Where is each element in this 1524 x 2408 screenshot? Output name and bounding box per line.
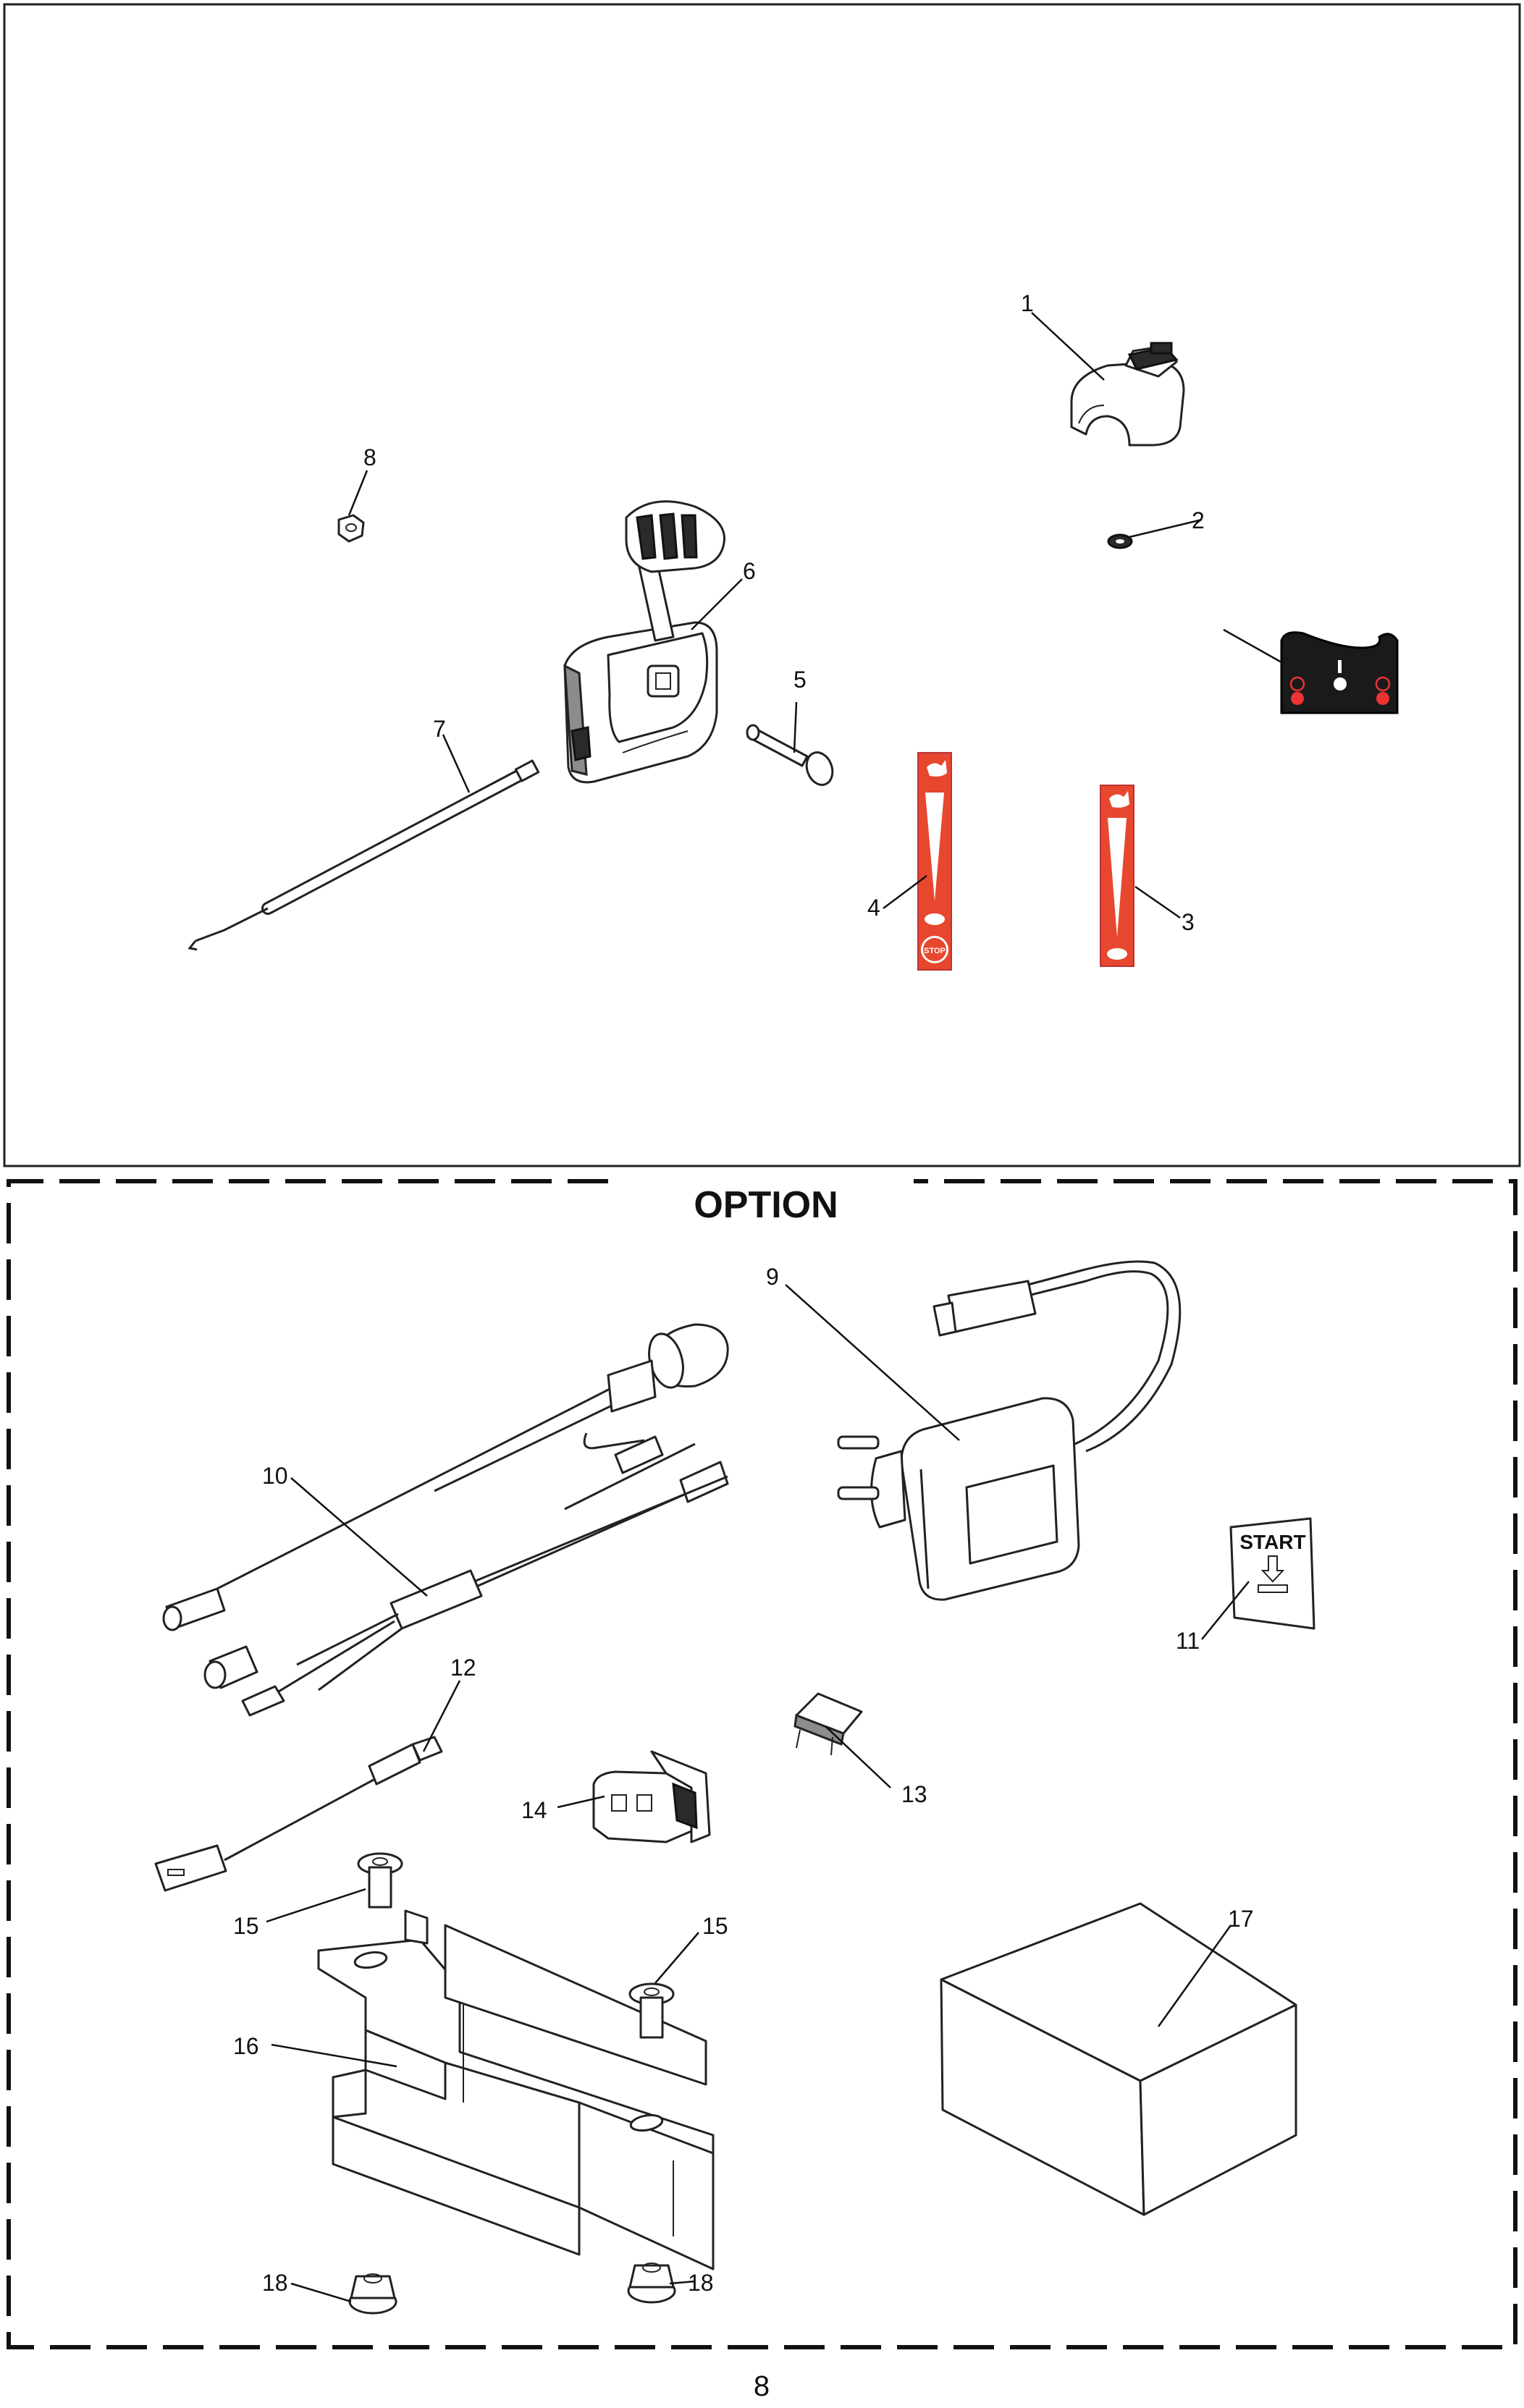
callout-6: 6 <box>743 558 756 584</box>
part-3-decal <box>1100 785 1134 967</box>
callout-9: 9 <box>766 1264 779 1290</box>
callout-14: 14 <box>521 1797 547 1823</box>
section-title: OPTION <box>694 1184 838 1226</box>
callout-11: 11 <box>1176 1628 1200 1654</box>
part-15-screw-a <box>357 1852 403 1909</box>
stop-label: STOP <box>924 947 946 955</box>
callout-15-left: 15 <box>233 1913 259 1939</box>
rabbit-icon <box>1109 791 1129 808</box>
part-2-washer <box>1107 533 1133 549</box>
callout-10: 10 <box>262 1463 288 1489</box>
callout-17: 17 <box>1228 1906 1254 1932</box>
part-8-hex-nut <box>337 514 365 543</box>
part-15-screw-b <box>628 1982 675 2039</box>
callout-4: 4 <box>867 895 880 921</box>
part-7-cable <box>188 759 540 951</box>
part-18-flange-nut-b <box>627 2263 676 2304</box>
callout-3: 3 <box>1182 909 1195 935</box>
page-number: 8 <box>754 2370 770 2402</box>
part-6-throttle-control <box>563 500 725 784</box>
callout-5: 5 <box>793 667 807 693</box>
callout-13: 13 <box>901 1781 927 1807</box>
part-5-pin <box>746 724 834 786</box>
rabbit-icon <box>927 760 947 777</box>
callout-18-left: 18 <box>262 2270 288 2296</box>
part-4-decal-stop: STOP <box>917 752 952 971</box>
part-11-start-decal: START <box>1229 1517 1315 1630</box>
top-frame <box>3 3 1521 1167</box>
part-14-switch <box>592 1750 711 1843</box>
start-label: START <box>1239 1531 1305 1553</box>
callout-18-right: 18 <box>688 2270 714 2296</box>
callout-8: 8 <box>363 444 376 470</box>
callout-1: 1 <box>1021 290 1034 316</box>
option-frame <box>7 1179 1517 2349</box>
part-10-wiring-harness <box>162 1323 729 1717</box>
callout-2: 2 <box>1192 507 1205 533</box>
leaders-top <box>348 312 1282 919</box>
part-17-box <box>940 1902 1297 2216</box>
part-1-throttle-knob <box>1070 342 1185 447</box>
turtle-icon <box>1107 948 1127 960</box>
panel-decal <box>1280 631 1399 714</box>
part-18-flange-nut-a <box>348 2273 397 2315</box>
callout-15-right: 15 <box>702 1913 728 1939</box>
callout-12: 12 <box>450 1655 476 1681</box>
callout-16: 16 <box>233 2033 259 2059</box>
part-9-charger <box>837 1260 1182 1601</box>
turtle-icon <box>925 913 945 925</box>
part-12-wire-connector <box>154 1736 443 1892</box>
part-16-bracket <box>317 1909 715 2270</box>
part-13-fuse <box>793 1692 863 1756</box>
leaders-option <box>266 1284 1250 2303</box>
callout-7: 7 <box>433 716 446 742</box>
arrow-down-icon <box>1260 1555 1285 1583</box>
